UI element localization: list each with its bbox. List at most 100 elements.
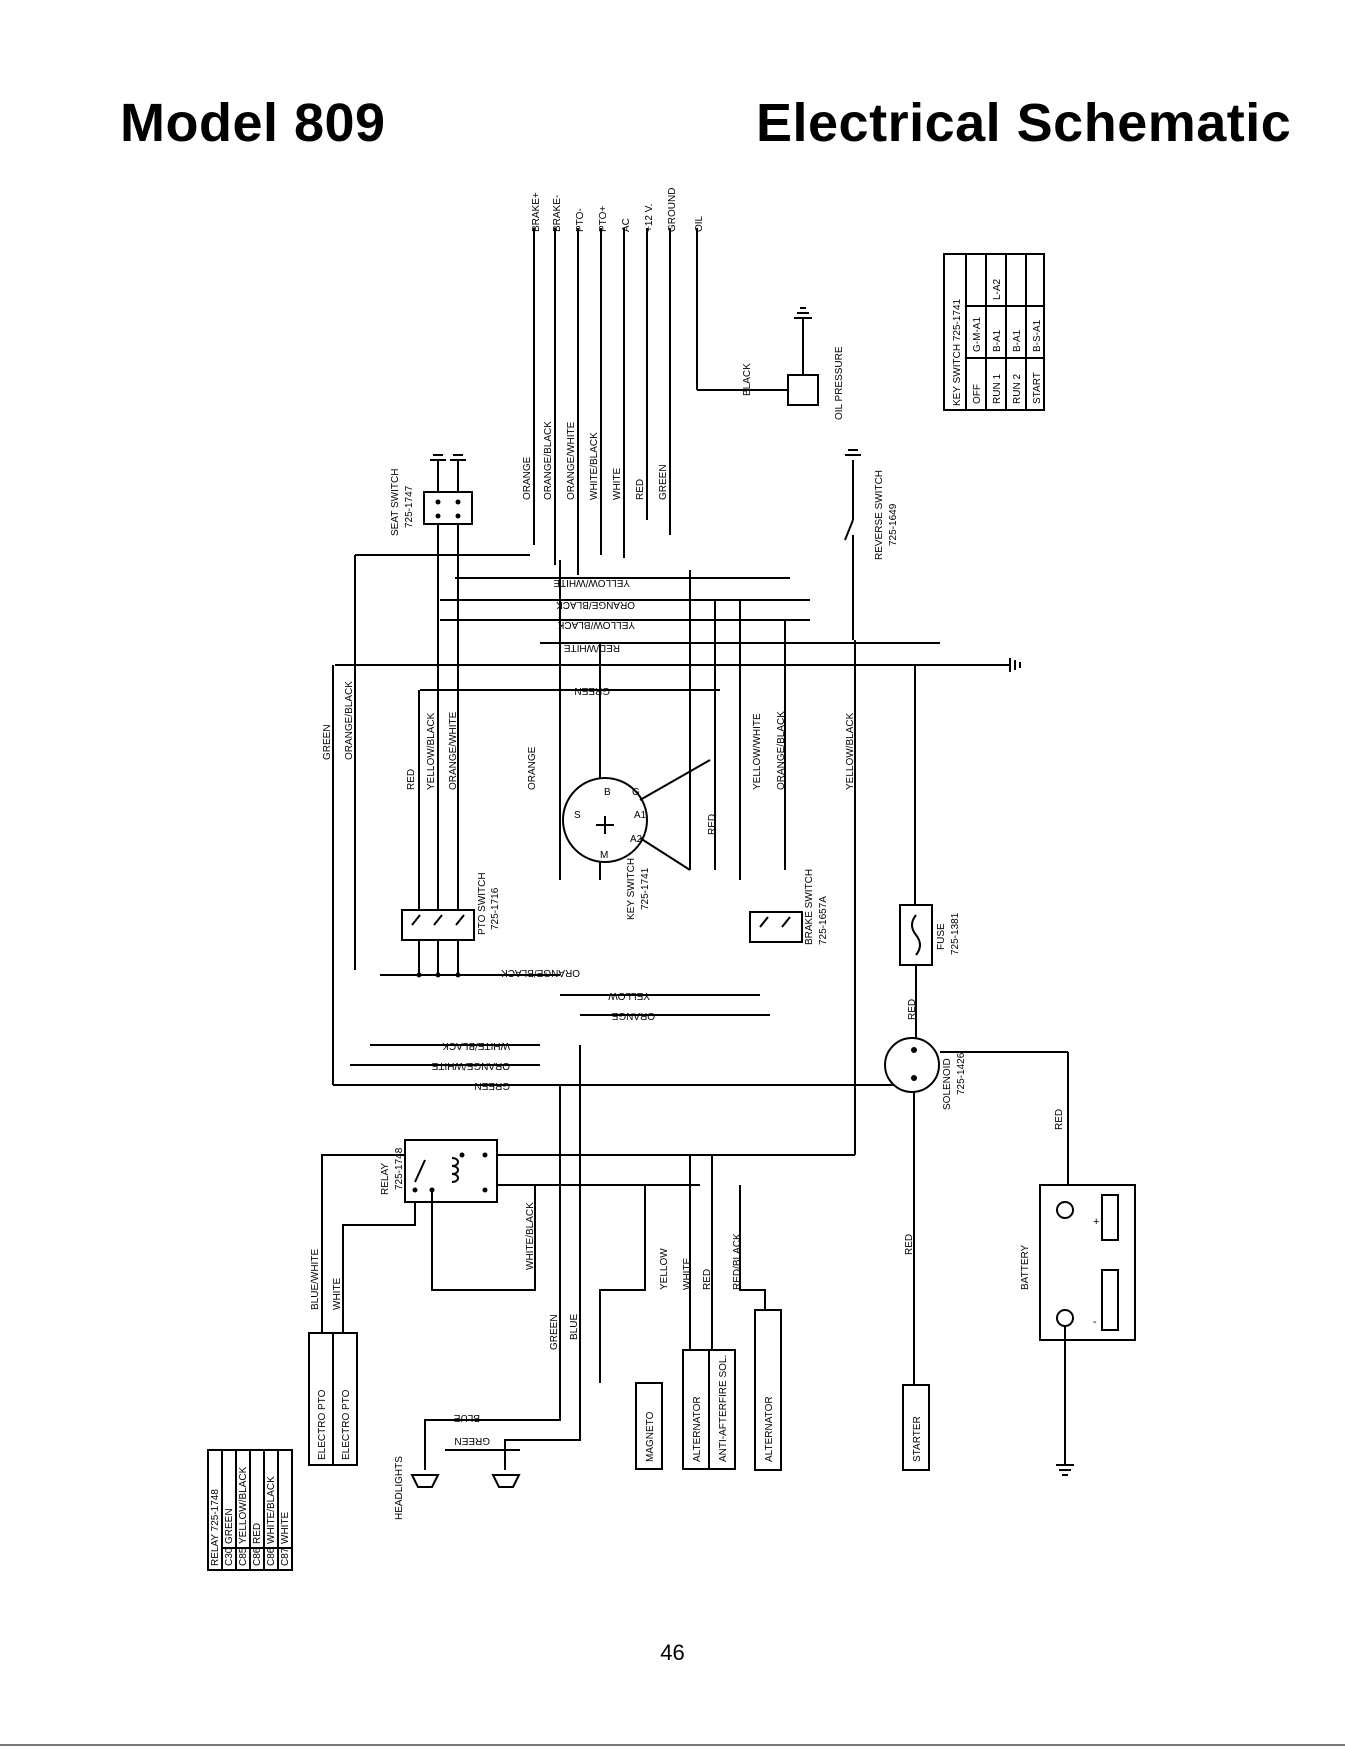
- schematic-label: A2: [630, 834, 643, 845]
- battery: + - BATTERY: [1020, 1184, 1136, 1476]
- schematic-label: 725-1426: [956, 1052, 967, 1095]
- relay-table: RELAY 725-1748 C30 GREEN C85 YELLOW/BLAC…: [207, 1449, 293, 1571]
- schematic-label: RED/BLACK: [732, 1233, 743, 1290]
- schematic-label: G: [632, 787, 640, 798]
- schematic-label: RED: [904, 1234, 915, 1255]
- schematic-label: L-A2: [992, 278, 1003, 300]
- bottom-rule: [0, 1744, 1345, 1746]
- schematic-label: GREEN: [224, 1508, 235, 1544]
- solenoid: SOLENOID 725-1426 RED RED: [884, 1037, 1069, 1385]
- schematic-label: HEADLIGHTS: [394, 1456, 405, 1520]
- schematic-label: RED: [707, 814, 718, 835]
- schematic-label: SOLENOID: [942, 1058, 953, 1110]
- schematic-label: OFF: [972, 384, 983, 404]
- schematic-label: C86: [252, 1547, 263, 1566]
- engine-components: MAGNETO ALTERNATOR ANTI-AFTERFIRE SOL. A…: [635, 1309, 930, 1471]
- schematic-label: YELLOW/WHITE: [752, 713, 763, 790]
- terminal-label: OIL: [694, 215, 705, 232]
- schematic-label: RED/WHITE: [564, 642, 620, 653]
- schematic-label: YELLOW/WHITE: [553, 577, 630, 588]
- electro-pto: ELECTRO PTO ELECTRO PTO: [308, 1332, 358, 1466]
- schematic-label: B-A1: [992, 329, 1003, 352]
- schematic-label: RED: [252, 1523, 263, 1544]
- schematic-label: RED: [702, 1269, 713, 1290]
- schematic-label: YELLOW: [608, 990, 650, 1001]
- schematic-label: FUSE: [936, 923, 947, 950]
- schematic-title: Electrical Schematic: [756, 93, 1292, 153]
- page-number: 46: [660, 1640, 685, 1665]
- schematic-label: ELECTRO PTO: [317, 1389, 328, 1460]
- headlights: HEADLIGHTS: [394, 1419, 521, 1520]
- schematic-label: WHITE: [682, 1257, 693, 1290]
- terminal-label: GROUND: [667, 188, 678, 232]
- schematic-label: ORANGE/WHITE: [566, 421, 577, 500]
- schematic-label: 725-1649: [888, 503, 899, 546]
- terminal-label: PTO-: [575, 208, 586, 232]
- schematic-label: KEY SWITCH: [626, 858, 637, 920]
- schematic-label: 725-1741: [640, 867, 651, 910]
- schematic-label: MAGNETO: [645, 1411, 656, 1462]
- schematic-label: ORANGE/BLACK: [501, 967, 580, 978]
- oil-pressure-sensor: BLACK OIL PRESSURE: [742, 307, 845, 420]
- schematic-label: ALTERNATOR: [692, 1396, 703, 1462]
- schematic-label: START: [1032, 372, 1043, 404]
- schematic-label: WHITE/BLACK: [442, 1040, 510, 1051]
- schematic-label: BLUE: [569, 1314, 580, 1340]
- schematic-label: RUN 1: [992, 374, 1003, 404]
- schematic-label: ORANGE/BLACK: [556, 599, 635, 610]
- schematic-label: WHITE/BLACK: [266, 1476, 277, 1544]
- schematic-label: WHITE/BLACK: [525, 1202, 536, 1270]
- schematic-label: WHITE: [280, 1511, 291, 1544]
- schematic-label: GREEN: [474, 1080, 510, 1091]
- schematic-label: C30: [224, 1547, 235, 1566]
- schematic-label: BRAKE SWITCH: [804, 869, 815, 945]
- schematic-label: BLACK: [742, 363, 753, 396]
- key-switch: B G S A1 A2 M KEY SWITCH 725-1741: [562, 759, 711, 920]
- magneto: [635, 1382, 663, 1470]
- schematic-label: RED: [635, 479, 646, 500]
- mid-bus: YELLOW ORANGE WHITE/BLACK ORANGE/WHITE G…: [333, 990, 915, 1186]
- schematic-label: ORANGE: [527, 746, 538, 790]
- schematic-label: BLUE: [454, 1412, 480, 1423]
- schematic-label: GREEN: [549, 1314, 560, 1350]
- schematic-label: 725-1747: [404, 485, 415, 528]
- schematic-label: 725-1381: [950, 912, 961, 955]
- schematic-label: S: [574, 810, 581, 821]
- schematic-label: KEY SWITCH 725-1741: [952, 298, 963, 406]
- terminal-label: BRAKE+: [531, 192, 542, 232]
- schematic-label: OIL PRESSURE: [834, 346, 845, 420]
- reverse-switch: REVERSE SWITCH 725-1649: [844, 449, 899, 640]
- schematic-label: M: [600, 850, 608, 861]
- schematic-label: RED: [406, 769, 417, 790]
- terminal-leads: [533, 228, 788, 575]
- pto-switch: PTO SWITCH 725-1716 ORANGE/BLACK: [380, 872, 580, 978]
- schematic-label: G-M-A1: [972, 317, 983, 352]
- schematic-label: ORANGE/BLACK: [776, 711, 787, 790]
- schematic-label: YELLOW/BLACK: [557, 619, 635, 630]
- relay: RELAY 725-1748 WHITE/BLACK: [380, 1139, 536, 1291]
- schematic-label: B-S-A1: [1032, 319, 1043, 352]
- schematic-label: SEAT SWITCH: [390, 469, 401, 536]
- schematic-label: C85: [238, 1547, 249, 1566]
- schematic-label: PTO SWITCH: [477, 872, 488, 935]
- schematic-label: BATTERY: [1020, 1244, 1031, 1290]
- schematic-label: ELECTRO PTO: [341, 1389, 352, 1460]
- key-switch-table: KEY SWITCH 725-1741 OFF G-M-A1 RUN 1 B-A…: [943, 253, 1045, 411]
- schematic-label: WHITE: [332, 1277, 343, 1310]
- terminal-label: PTO+: [598, 206, 609, 232]
- terminal-label: AC: [621, 218, 632, 232]
- schematic-label: ALTERNATOR: [764, 1396, 775, 1462]
- harness-vertical: GREEN ORANGE/BLACK RED YELLOW/BLACK ORAN…: [322, 524, 916, 1155]
- schematic-label: RED: [1054, 1109, 1065, 1130]
- schematic-label: 725-1657A: [818, 896, 829, 945]
- lower-wiring: BLUE/WHITE WHITE GREEN BLUE YELLOW WHITE…: [310, 1045, 766, 1446]
- brake-switch: BRAKE SWITCH 725-1657A: [749, 869, 829, 945]
- schematic-label: ORANGE/BLACK: [344, 681, 355, 760]
- schematic-label: STARTER: [912, 1416, 923, 1462]
- schematic-label: WHITE: [612, 467, 623, 500]
- model-title: Model 809: [120, 93, 386, 153]
- schematic-label: GREEN: [658, 464, 669, 500]
- schematic-label: C87: [280, 1547, 291, 1566]
- starter: [902, 1384, 930, 1471]
